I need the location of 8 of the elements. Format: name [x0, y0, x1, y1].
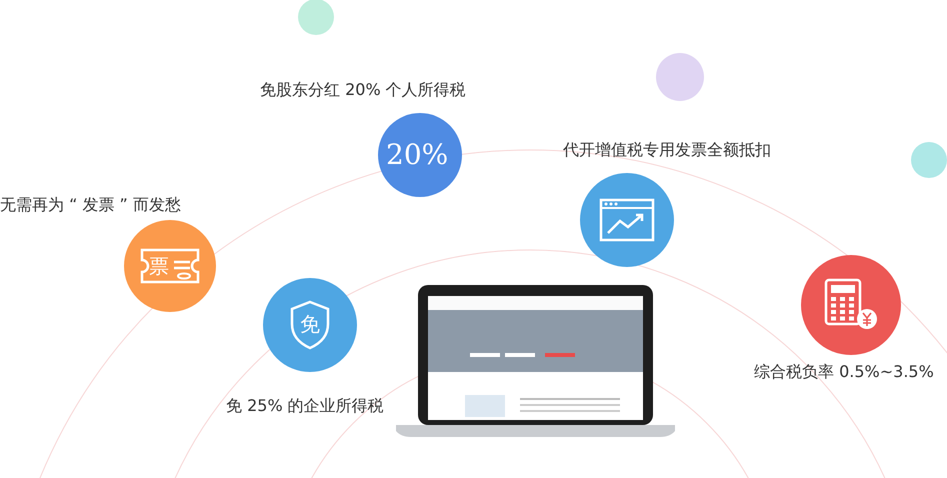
feature-heading: 综合税负率 0.5%~3.5% — [754, 362, 934, 382]
ticket-label: 票 — [149, 256, 169, 276]
shield-label: 免 — [300, 314, 320, 334]
percent-value: 20% — [386, 141, 448, 169]
feature-heading: 无需再为 “ 发票 ” 而发愁 — [0, 195, 181, 215]
feature-heading: 代开增值税专用发票全额抵扣 — [563, 140, 771, 160]
feature-heading: 免股东分红 20% 个人所得税 — [260, 80, 466, 100]
feature-heading: 免 25% 的企业所得税 — [226, 396, 384, 416]
